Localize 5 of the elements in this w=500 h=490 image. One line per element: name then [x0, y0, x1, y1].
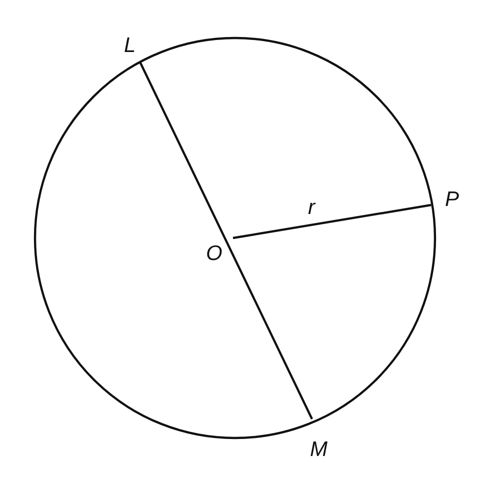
point-label: L	[124, 34, 136, 58]
point-label: M	[310, 438, 328, 462]
point-label: O	[206, 242, 222, 266]
point-label: r	[308, 196, 315, 220]
point-label: P	[445, 188, 460, 212]
